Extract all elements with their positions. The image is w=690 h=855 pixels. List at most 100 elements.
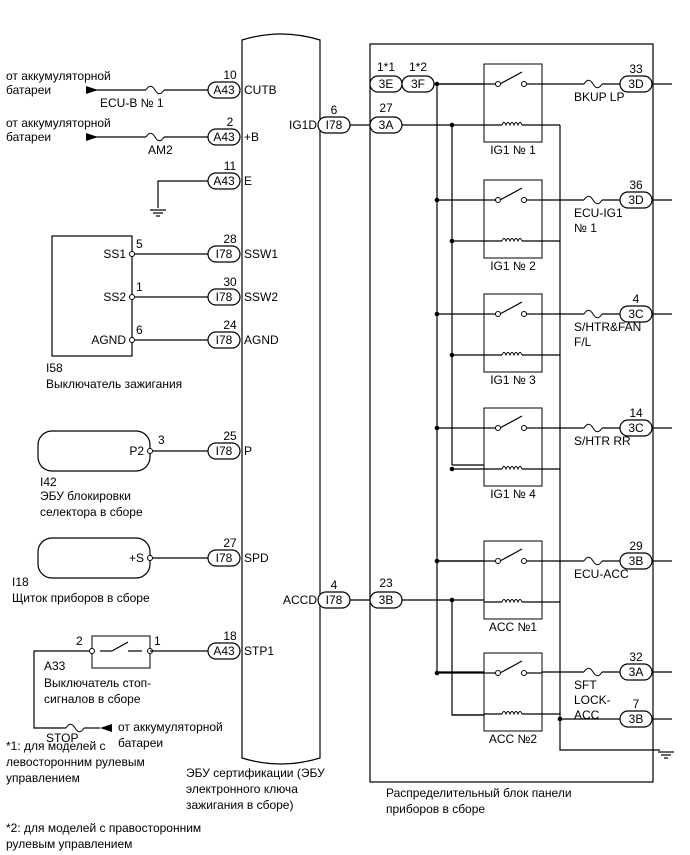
relay-coil-dot-2 (449, 352, 455, 358)
ecu-pin-name-e: E (244, 174, 252, 188)
ecu-pin-num-25: 25 (223, 429, 237, 443)
jb-output-36-label: 3D (628, 193, 644, 207)
jb-acc-coil-bus (451, 600, 484, 716)
jb-acc-dot (449, 597, 455, 603)
relay-box-3 (483, 407, 543, 487)
ignition-pin-terminal-2 (129, 337, 135, 343)
relay-box-5 (483, 652, 543, 732)
relay-label-2: IG1 № 3 (490, 373, 536, 387)
jb-input-3b-label: 3B (379, 593, 394, 607)
ecu-caption-2: электронного ключа (186, 782, 298, 796)
stop-fuse-label: STOP (46, 731, 78, 745)
jb-fuse-label-5-2: ACC (574, 708, 600, 722)
relay-contact-r-4 (521, 558, 527, 564)
jb-fuse-label-1-1: № 1 (574, 221, 597, 235)
power-fuse-label-1: AM2 (148, 143, 173, 157)
relay-coil-2 (501, 352, 523, 357)
ecu-caption-3: зажигания в сборе) (186, 798, 293, 812)
connector-right-4-label: I78 (326, 593, 343, 607)
ecu-right-pin-name-ig1d: IG1D (289, 118, 317, 132)
jb-output-7-label: 3B (629, 712, 644, 726)
relay-coil-1 (501, 238, 523, 243)
jb-output-4-label: 3C (628, 307, 644, 321)
jb-ig-dot (449, 122, 455, 128)
jb-input-3a-num: 27 (379, 101, 393, 115)
ignition-pin-name-ss2: SS2 (103, 290, 126, 304)
jb-fuse-4 (583, 556, 603, 566)
ignition-pin-num-5: 5 (136, 237, 143, 251)
stop-source-arrow (100, 724, 112, 732)
jb-fuse-label-5-1: LOCK- (574, 693, 611, 707)
ecu-pin-num-27: 27 (223, 536, 237, 550)
stop-source-1: от аккумуляторной (118, 720, 223, 734)
jb-input-3a-label: 3A (379, 118, 394, 132)
jb-output-num-36: 36 (629, 178, 643, 192)
relay-contact-l-5 (495, 670, 501, 676)
relay-coil-4 (501, 599, 523, 604)
relay-coil-0 (501, 122, 523, 127)
meter-pin: +S (129, 551, 144, 565)
relay-contact-r-3 (521, 425, 527, 431)
note-2-line-1: *2: для моделей с правосторонним (6, 821, 201, 835)
ignition-switch-name: Выключатель зажигания (46, 377, 182, 391)
note-1-line-1: *1: для моделей с (6, 739, 106, 753)
jb-input-3f-label: 3F (411, 77, 425, 91)
relay-blade-5 (499, 660, 523, 674)
connector-i78-25-label: I78 (216, 444, 233, 458)
ignition-pin-num-1: 1 (136, 280, 143, 294)
relay-coil-dot-1 (449, 238, 455, 244)
jb-input-3e-num: 1*1 (377, 60, 395, 74)
ecu-pin-name-cutb: CUTB (244, 83, 277, 97)
relay-label-5: ACC №2 (489, 732, 538, 746)
shift-lock-pin-num: 3 (158, 433, 165, 447)
shift-lock-name-2: селектора в сборе (40, 505, 143, 519)
jb-output-num-29: 29 (629, 539, 643, 553)
shift-lock-code: I42 (40, 475, 57, 489)
relay-contact-r-5 (521, 670, 527, 676)
ecu-pin-num-28: 28 (223, 232, 237, 246)
stop-pin-left: 2 (76, 634, 83, 648)
stop-fuse (65, 723, 85, 733)
jb-output-num-4: 4 (633, 292, 640, 306)
power-source-label-1: от аккумуляторной (6, 116, 111, 130)
relay-blade-2 (499, 301, 523, 315)
jb-output-14-label: 3C (628, 421, 644, 435)
jb-output-29-label: 3B (629, 554, 644, 568)
jb-output-33-label: 3D (628, 77, 644, 91)
jb-input-3e-label: 3E (379, 77, 394, 91)
ignition-pin-name-agnd: AGND (91, 333, 126, 347)
ecu-caption-1: ЭБУ сертификации (ЭБУ (186, 766, 325, 780)
jb-caption-1: Распределительный блок панели (386, 786, 572, 800)
ecu-pin-name-stp1: STP1 (244, 644, 274, 658)
ignition-pin-terminal-1 (129, 294, 135, 300)
connector-a43-11-label: A43 (213, 174, 235, 188)
meter-code: I18 (12, 575, 29, 589)
jb-input-3b-num: 23 (379, 576, 393, 590)
connector-i78-28-label: I78 (216, 247, 233, 261)
ecu-right-pin-num-4: 4 (331, 578, 338, 592)
relay-blade-3 (499, 415, 523, 429)
jb-output-num-33: 33 (629, 62, 643, 76)
shift-lock-pin: P2 (129, 444, 144, 458)
relay-bus-dot-2 (434, 311, 440, 317)
ecu-right-pin-num-6: 6 (331, 103, 338, 117)
ecu-pin-num-30: 30 (223, 275, 237, 289)
ecu-pin-name-ssw1: SSW1 (244, 247, 278, 261)
relay-box-2 (483, 293, 543, 373)
relay-coil-5 (501, 711, 523, 716)
stop-switch-box (91, 635, 151, 669)
ecu-pin-num-24: 24 (223, 318, 237, 332)
ecu-body (241, 33, 321, 765)
relay-contact-r-0 (521, 81, 527, 87)
ignition-pin-terminal-0 (129, 251, 135, 257)
jb-fuse-label-3-0: S/HTR RR (574, 434, 631, 448)
connector-i78-27-label: I78 (216, 551, 233, 565)
stop-switch-name-2: сигналов в сборе (44, 692, 141, 706)
jb-out-ground-dot (557, 716, 563, 722)
stop-wire-left (33, 650, 89, 729)
stop-switch-code: A33 (44, 659, 66, 673)
relay-coil-3 (501, 466, 523, 471)
jb-fuse-label-1-0: ECU-IG1 (574, 206, 623, 220)
